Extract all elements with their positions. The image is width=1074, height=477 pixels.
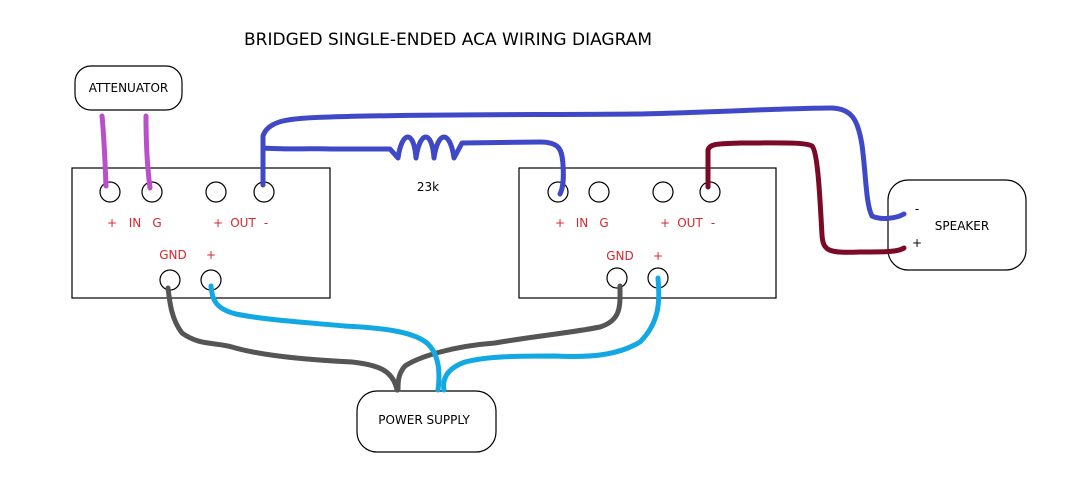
diagram-title: BRIDGED SINGLE-ENDED ACA WIRING DIAGRAM bbox=[244, 30, 652, 50]
speaker-box: SPEAKER - + bbox=[887, 179, 1027, 271]
amp-left-in-label: IN bbox=[129, 216, 142, 230]
amp-left-in-g-terminal bbox=[141, 181, 163, 203]
amp-right-in-g-terminal bbox=[588, 181, 610, 203]
amp-left: + IN G + OUT - GND + bbox=[71, 167, 331, 299]
cyan-wire-left-plus bbox=[208, 283, 442, 393]
amp-right-in-plus-label: + bbox=[555, 216, 565, 230]
blue-wire-out-to-speaker-minus bbox=[260, 105, 907, 221]
amp-left-in-plus-terminal bbox=[99, 181, 121, 203]
amp-left-out-plus-label: + bbox=[213, 216, 223, 230]
amp-left-in-g-label: G bbox=[152, 216, 161, 230]
darkred-wire-out-to-speaker-plus bbox=[705, 140, 907, 255]
gray-wire-right-gnd bbox=[395, 283, 623, 393]
gray-wire-left-gnd bbox=[165, 285, 400, 393]
amp-left-pwr-plus-label: + bbox=[206, 248, 216, 262]
power-supply-box: POWER SUPPLY bbox=[356, 390, 497, 453]
power-supply-label: POWER SUPPLY bbox=[378, 413, 470, 427]
amp-right-gnd-terminal bbox=[606, 267, 628, 289]
resistor-label: 23k bbox=[417, 180, 439, 194]
blue-wire-resistor-path bbox=[260, 134, 566, 197]
cyan-wire-right-plus bbox=[441, 275, 662, 393]
amp-right-in-g-label: G bbox=[599, 216, 608, 230]
amp-right-gnd-label: GND bbox=[606, 249, 634, 263]
purple-wire-in-plus bbox=[99, 113, 109, 189]
attenuator-label: ATTENUATOR bbox=[89, 81, 168, 95]
amp-right-out-minus-label: - bbox=[711, 216, 715, 230]
amp-left-in-plus-label: + bbox=[107, 216, 117, 230]
amp-right-out-plus-terminal bbox=[652, 181, 674, 203]
attenuator-box: ATTENUATOR bbox=[74, 65, 183, 111]
amp-left-gnd-label: GND bbox=[159, 248, 187, 262]
amp-right-out-plus-label: + bbox=[660, 216, 670, 230]
speaker-label: SPEAKER bbox=[935, 219, 989, 233]
amp-left-out-minus-label: - bbox=[264, 216, 268, 230]
amp-right: + IN G + OUT - GND + bbox=[518, 167, 777, 299]
amp-right-in-label: IN bbox=[576, 216, 589, 230]
amp-right-out-label: OUT bbox=[677, 216, 703, 230]
speaker-minus-label: - bbox=[915, 202, 919, 216]
amp-left-out-plus-terminal bbox=[205, 181, 227, 203]
purple-wire-in-g bbox=[143, 113, 153, 191]
amp-right-pwr-plus-label: + bbox=[653, 249, 663, 263]
amp-left-out-label: OUT bbox=[230, 216, 256, 230]
speaker-plus-label: + bbox=[912, 236, 922, 250]
